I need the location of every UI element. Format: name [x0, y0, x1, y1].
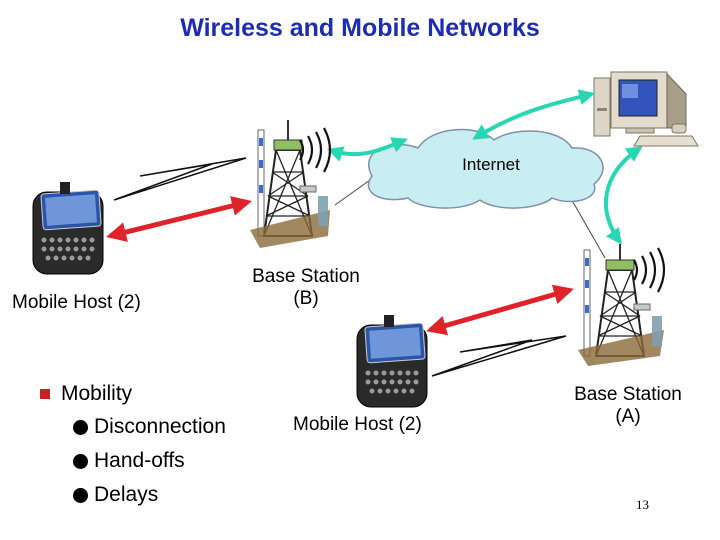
- wireless-zigzag-right: [431, 335, 567, 377]
- sub-bullet: Hand-offs: [73, 444, 226, 478]
- desktop-computer-icon: [593, 71, 699, 147]
- mobile-host-right-label: Mobile Host (2): [293, 414, 422, 435]
- phone-icon-left: [32, 182, 104, 275]
- page-number: 13: [636, 497, 649, 512]
- slide-title: Wireless and Mobile Networks: [180, 14, 540, 42]
- phone-icon-right: [356, 315, 428, 408]
- sub-bullet: Delays: [73, 478, 226, 512]
- round-bullet-icon: [73, 419, 88, 435]
- round-bullet-icon: [73, 453, 88, 469]
- base-station-a-label: Base Station (A): [574, 384, 682, 427]
- tower-icon-b: [250, 120, 332, 248]
- internet-label: Internet: [462, 155, 520, 174]
- red-arrow-left: [106, 196, 252, 242]
- cyan-arrow-cloud-station-b: [326, 137, 408, 162]
- bullet-list: Mobility Disconnection Hand-offs Delays: [40, 382, 226, 512]
- base-station-b-label: Base Station (B): [252, 266, 360, 309]
- mobile-host-left-label: Mobile Host (2): [12, 292, 141, 313]
- bullet-mobility: Mobility: [40, 382, 226, 406]
- cyan-arrow-computer-station-a: [604, 146, 643, 245]
- round-bullet-icon: [73, 487, 88, 503]
- square-bullet-icon: [40, 389, 50, 399]
- tower-icon-a: [578, 244, 666, 366]
- link-line-b: [334, 179, 371, 206]
- red-arrow-right: [426, 284, 574, 336]
- sub-bullet: Disconnection: [73, 410, 226, 444]
- cyan-arrow-cloud-computer: [472, 89, 596, 140]
- internet-cloud: [367, 128, 604, 209]
- wireless-zigzag-left: [113, 157, 247, 201]
